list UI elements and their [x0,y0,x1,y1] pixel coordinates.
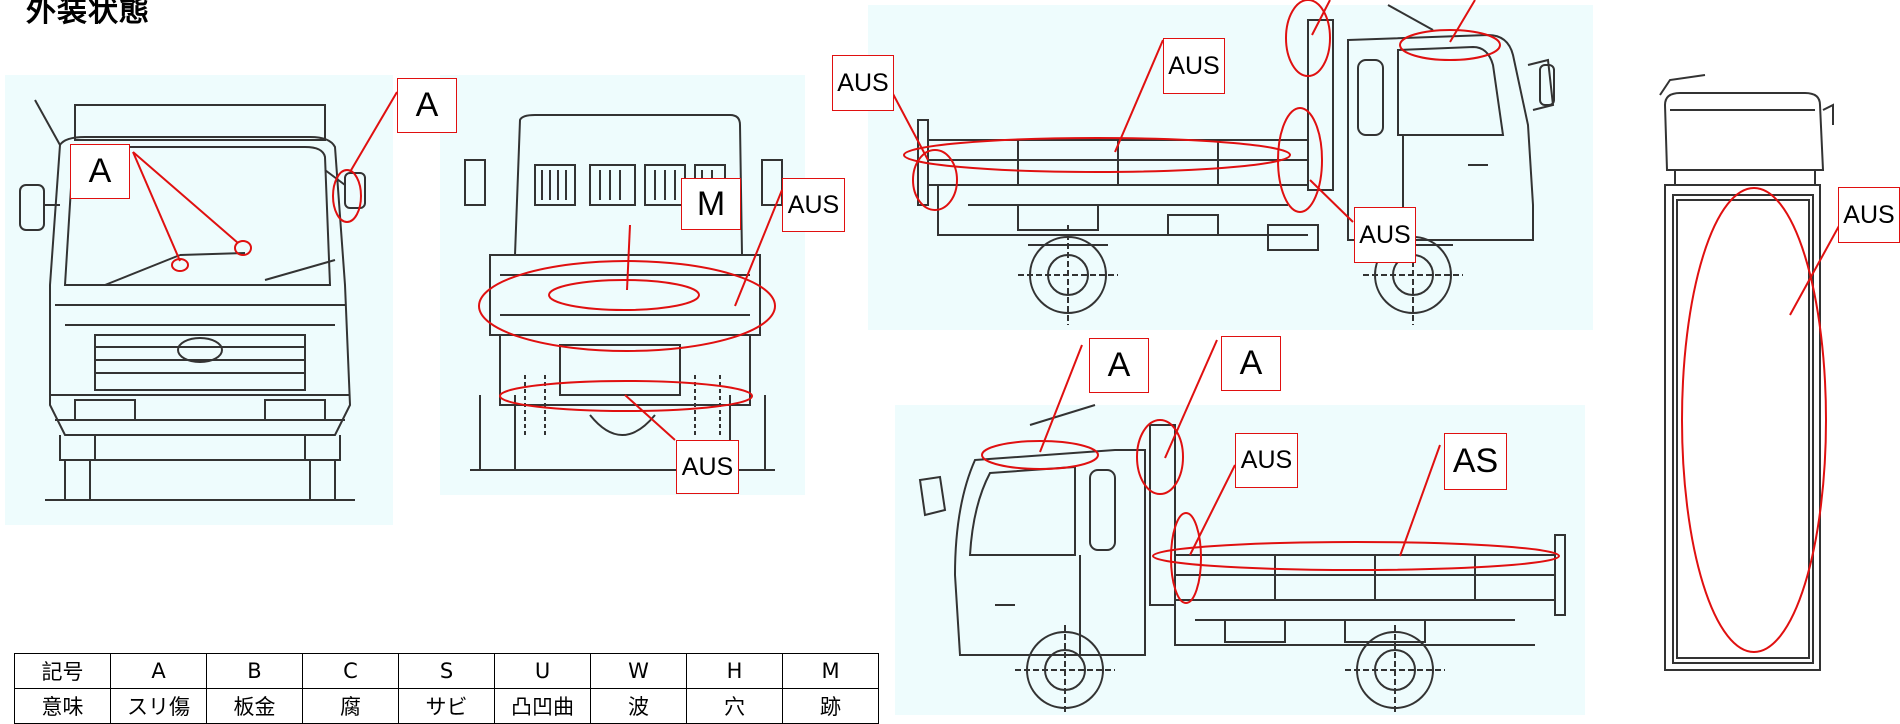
side1-leader-left [891,91,929,161]
side1-marker-headboard [1285,0,1331,77]
legend-meaning: 凸凹曲 [494,688,591,724]
rear-marker-center [548,279,700,311]
label-side2-aus: AUS [1235,433,1298,488]
legend-symbol-header: 記号 [14,653,111,689]
side2-leader-a1 [1039,344,1083,453]
side2-leader-as [1399,444,1441,557]
legend-symbol: S [398,653,495,689]
front-marker-windshield [234,240,252,256]
page-title: 外装状態 [26,0,150,29]
side2-marker-cab-back [1170,512,1202,604]
label-top-aus: AUS [1838,187,1900,243]
label-side2-as: AS [1444,433,1507,490]
legend-symbol: B [206,653,303,689]
legend-meaning: 板金 [206,688,303,724]
side1-marker-rear [912,149,958,211]
legend-meaning: 腐 [302,688,399,724]
legend-symbol: C [302,653,399,689]
legend-meaning: 波 [590,688,687,724]
rear-marker-bumper [478,260,776,352]
legend-meaning-header: 意味 [14,688,111,724]
label-front-a-windshield: A [70,144,130,199]
side1-leader-roof [1449,0,1476,43]
front-leader-2 [132,151,239,244]
side1-marker-roof [1399,29,1501,61]
legend-meaning: スリ傷 [110,688,207,724]
top-view-drawing [1659,74,1834,671]
side-view-left-drawing [917,4,1555,325]
legend-symbol: A [110,653,207,689]
top-leader-aus [1789,214,1846,316]
rear-view-drawing [464,114,783,471]
legend-meaning: 穴 [686,688,783,724]
label-rear-aus-lower: AUS [676,440,739,494]
rear-marker-lower [499,380,753,412]
legend-symbol: M [782,653,879,689]
front-leader-1 [132,151,181,262]
front-leader-3 [349,91,398,173]
label-side1-aus-left: AUS [832,55,894,111]
side2-marker-bed [1152,541,1560,571]
legend-meaning: サビ [398,688,495,724]
rear-leader-m [626,224,631,291]
side1-leader-headboard [1311,0,1331,36]
front-view-panel [5,75,393,525]
side1-marker-cab-back [1277,107,1323,213]
label-front-a-mirror: A [397,78,457,133]
legend-symbol: H [686,653,783,689]
legend-symbol: U [494,653,591,689]
side1-leader-top [1114,39,1164,153]
label-side1-aus-right: AUS [1354,207,1416,263]
side1-marker-bed [903,137,1291,173]
label-rear-aus-side: AUS [782,178,845,232]
legend-symbol: W [590,653,687,689]
side2-marker-headboard [1136,419,1184,495]
side2-marker-roof [981,440,1099,470]
label-side2-a-roof: A [1089,338,1149,393]
rear-leader-aus2 [624,394,676,441]
legend-symbol-row: 記号 A B C S U W H M [14,653,879,689]
rear-leader-aus1 [734,189,783,307]
label-side2-a-headboard: A [1221,336,1281,391]
front-view-drawing [19,99,366,501]
legend-meaning-row: 意味 スリ傷 板金 腐 サビ 凸凹曲 波 穴 跡 [14,688,879,724]
top-marker-bed [1681,187,1827,653]
label-side1-aus-top: AUS [1163,38,1225,94]
legend-table: 記号 A B C S U W H M 意味 スリ傷 板金 腐 サビ 凸凹曲 波 … [14,653,879,724]
front-marker-mirror [332,169,362,223]
side1-leader-right [1309,179,1354,223]
side2-leader-aus [1189,464,1236,556]
side2-leader-a2 [1164,339,1218,459]
legend-meaning: 跡 [782,688,879,724]
label-rear-m: M [681,178,741,230]
